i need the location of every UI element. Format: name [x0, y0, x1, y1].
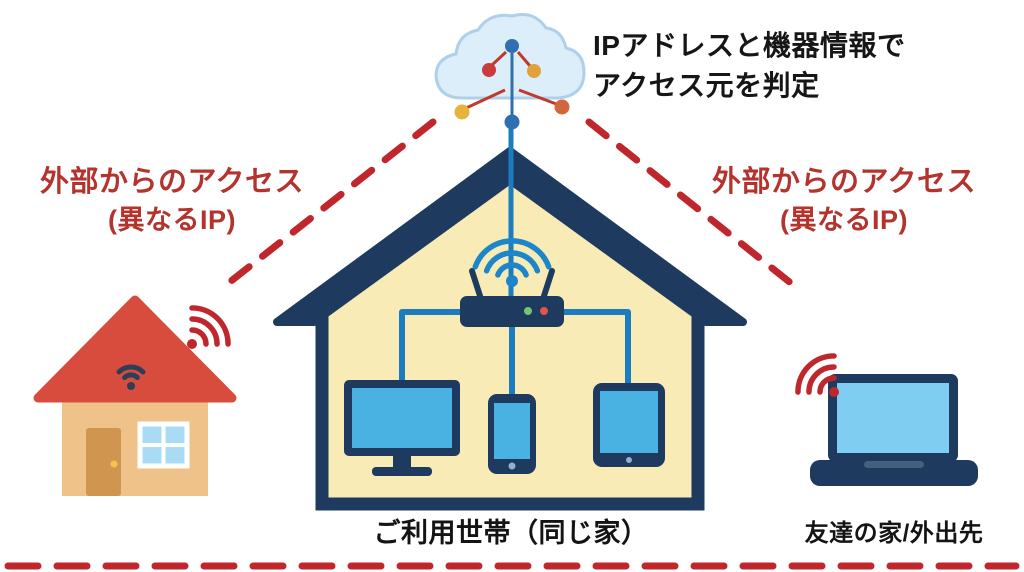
router-antenna [540, 268, 555, 302]
external-access-left-line2: (異なるIP) [108, 205, 236, 235]
external-access-left-line1: 外部からのアクセス [39, 166, 305, 198]
network-node-orange [554, 99, 570, 115]
lan-line-tablet [564, 309, 631, 386]
laptop-base [810, 460, 978, 486]
router-icon [460, 268, 564, 327]
laptop-screen [837, 383, 949, 453]
node-link [463, 88, 506, 111]
dashed-connection-right [585, 118, 801, 292]
small-house-wifi-icon [116, 364, 146, 390]
tablet-home-button [626, 457, 632, 463]
network-node-yellow [527, 64, 541, 78]
household-label: ご利用世帯（同じ家） [373, 518, 649, 548]
main-house-wall-outline [315, 296, 705, 511]
router-body [460, 296, 564, 327]
door-knob [110, 460, 118, 468]
cloud-annotation-line1: IPアドレスと機器情報で [593, 30, 906, 61]
network-node-blue [504, 114, 520, 130]
smartphone-icon [488, 394, 536, 474]
laptop-icon [810, 374, 978, 486]
wifi-signal-right-icon [795, 353, 839, 397]
node-link [516, 51, 532, 67]
cloud-network-icon [434, 13, 586, 130]
router-led-red [540, 307, 548, 315]
router-wifi-icon [472, 238, 552, 287]
cloud-shape [434, 13, 586, 100]
small-house-roof [33, 295, 237, 403]
small-house-icon [33, 295, 237, 496]
router-antenna [469, 268, 484, 302]
network-node-yellow [454, 104, 470, 120]
cloud-annotation-line2: アクセス元を判定 [593, 70, 820, 101]
tablet-screen [600, 391, 658, 453]
external-access-right-line1: 外部からのアクセス [711, 166, 977, 198]
external-access-label-left: 外部からのアクセス (異なるIP) [22, 163, 322, 239]
phone-home-button [508, 462, 516, 470]
node-link [490, 50, 508, 67]
cloud-annotation: IPアドレスと機器情報で アクセス元を判定 [593, 26, 929, 106]
tablet-icon [593, 383, 665, 467]
laptop-hinge [864, 461, 924, 468]
monitor-icon [344, 380, 460, 476]
external-access-label-right: 外部からのアクセス (異なるIP) [698, 163, 990, 239]
wifi-signal-left-icon [187, 305, 231, 349]
network-node-red [482, 63, 496, 77]
external-access-right-line2: (異なるIP) [780, 205, 908, 235]
phone-screen [494, 403, 530, 459]
router-led-green [524, 307, 532, 315]
network-node-blue [505, 39, 519, 53]
monitor-base [372, 467, 432, 476]
lan-line-monitor [399, 309, 460, 384]
monitor-stand [393, 456, 411, 467]
monitor-screen [352, 388, 452, 448]
external-location-label: 友達の家/外出先 [804, 520, 984, 547]
small-house-door [86, 428, 121, 496]
node-link [518, 88, 560, 107]
dashed-connection-left [222, 118, 437, 289]
